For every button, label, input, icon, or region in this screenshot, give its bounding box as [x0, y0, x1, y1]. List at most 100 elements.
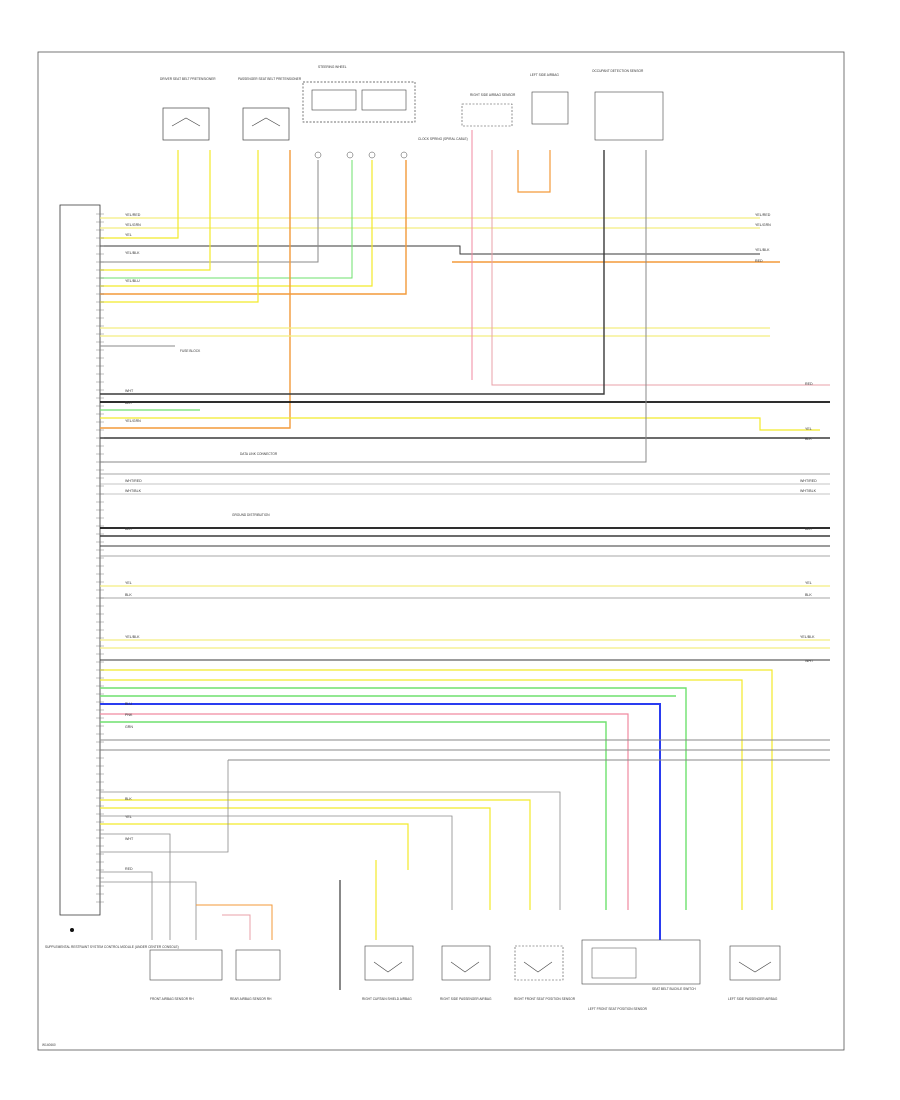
- wire: [100, 150, 605, 395]
- wire-label: RED: [805, 382, 813, 386]
- wire: [100, 823, 409, 870]
- svg-text:RIGHT SIDE AIRBAG SENSOR: RIGHT SIDE AIRBAG SENSOR: [470, 93, 516, 97]
- wire: [100, 150, 259, 303]
- wire: [100, 150, 211, 271]
- svg-text:LEFT FRONT SEAT POSITION SENSO: LEFT FRONT SEAT POSITION SENSOR: [588, 1007, 648, 1011]
- svg-text:STEERING WHEEL: STEERING WHEEL: [318, 65, 347, 69]
- wire-label: YEL/BLK: [800, 635, 815, 639]
- wire-label: YEL: [125, 233, 132, 237]
- module-ground-dot: [70, 928, 74, 932]
- wire-label: YEL: [125, 815, 132, 819]
- rh-rear-airbag-sensor: REAR AIRBAG SENSOR RH: [230, 949, 281, 1001]
- rh-side-airbag-sensor: RIGHT SIDE AIRBAG SENSOR: [461, 93, 516, 127]
- airbag-module-outline: [59, 204, 101, 916]
- wire: [100, 807, 491, 910]
- wire: [100, 687, 687, 910]
- wire-label: GRN: [125, 725, 133, 729]
- steering-wheel-group: STEERING WHEEL CLOCK SPRING (SPIRAL CABL…: [302, 65, 468, 159]
- wire: [196, 904, 273, 940]
- wire: [517, 150, 551, 193]
- wire-label: WHT/BLK: [125, 489, 142, 493]
- wire: [100, 160, 319, 263]
- wire: [100, 150, 179, 239]
- svg-text:CLOCK SPRING (SPIRAL CABLE): CLOCK SPRING (SPIRAL CABLE): [418, 137, 468, 141]
- left-front-seat-sensor: LEFT FRONT SEAT POSITION SENSOR SEAT BEL…: [581, 939, 701, 1011]
- wire-label-group: YEL/RED YEL/GRN YEL YEL/BLK YEL/BLU YEL/…: [125, 213, 817, 871]
- ground-note: GROUND DISTRIBUTION: [232, 513, 270, 517]
- wire: [100, 791, 561, 910]
- svg-text:REAR AIRBAG SENSOR RH: REAR AIRBAG SENSOR RH: [230, 997, 272, 1001]
- wire: [100, 417, 820, 431]
- wire-label: PNK: [125, 713, 133, 717]
- wire-label: YEL/GRN: [125, 419, 141, 423]
- wire-group: [96, 130, 830, 990]
- wire: [100, 871, 153, 940]
- rh-front-seat-sensor: RIGHT FRONT SEAT POSITION SENSOR: [514, 945, 576, 1001]
- wire-label: YEL: [805, 427, 812, 431]
- wire: [100, 160, 353, 279]
- wire: [100, 713, 629, 910]
- svg-text:LEFT SIDE AIRBAG: LEFT SIDE AIRBAG: [530, 73, 559, 77]
- rh-side-occupant-airbag: RIGHT SIDE PASSENGER AIRBAG: [440, 945, 492, 1001]
- fuse-note: FUSE BLOCK: [180, 349, 201, 353]
- wire-label: WHT: [125, 837, 134, 841]
- svg-text:RIGHT FRONT SEAT POSITION SENS: RIGHT FRONT SEAT POSITION SENSOR: [514, 997, 576, 1001]
- wire: [100, 721, 607, 910]
- wire-label: BLK: [805, 437, 812, 441]
- wire: [100, 703, 661, 940]
- occupant-detection-sensor: OCCUPANT DETECTION SENSOR: [592, 69, 664, 141]
- wire: [100, 833, 171, 940]
- wire-label: YEL: [805, 581, 812, 585]
- wire-label: BLK: [805, 527, 812, 531]
- wire-label: WHT/BLK: [800, 489, 817, 493]
- wire: [100, 160, 407, 295]
- diagram-code: W140660: [42, 1043, 56, 1047]
- wire: [491, 150, 830, 386]
- wire: [100, 760, 229, 853]
- airbag-control-module-label: SUPPLEMENTAL RESTRAINT SYSTEM CONTROL MO…: [45, 945, 179, 949]
- data-link-note: DATA LINK CONNECTOR: [240, 452, 278, 456]
- wire: [100, 150, 291, 429]
- wire-label: WHT: [805, 659, 814, 663]
- wire-label: YEL/BLK: [755, 248, 770, 252]
- wire: [100, 160, 373, 287]
- wire-label: BLK: [125, 527, 132, 531]
- wire: [100, 669, 773, 910]
- wire: [100, 815, 453, 910]
- diagram-frame: [37, 51, 845, 1051]
- svg-text:PASSENGER SEAT BELT PRETENSION: PASSENGER SEAT BELT PRETENSIONER: [238, 77, 302, 81]
- wire-label: YEL/GRN: [755, 223, 771, 227]
- rh-front-airbag-sensor: FRONT AIRBAG SENSOR RH: [149, 949, 223, 1001]
- svg-text:DRIVER SEAT BELT PRETENSIONER: DRIVER SEAT BELT PRETENSIONER: [160, 77, 216, 81]
- rh-front-pretensioner: PASSENGER SEAT BELT PRETENSIONER: [238, 77, 302, 141]
- svg-text:SEAT BELT BUCKLE SWITCH: SEAT BELT BUCKLE SWITCH: [652, 987, 696, 991]
- wire-label: RED: [755, 259, 763, 263]
- lh-side-occupant-airbag: LEFT SIDE PASSENGER AIRBAG: [728, 945, 781, 1001]
- lh-side-airbag: LEFT SIDE AIRBAG: [530, 73, 569, 125]
- lh-front-pretensioner: DRIVER SEAT BELT PRETENSIONER: [160, 77, 216, 141]
- svg-text:LEFT SIDE PASSENGER AIRBAG: LEFT SIDE PASSENGER AIRBAG: [728, 997, 778, 1001]
- wire-label: BLK: [125, 797, 132, 801]
- wire: [100, 881, 197, 940]
- svg-text:RIGHT SIDE PASSENGER AIRBAG: RIGHT SIDE PASSENGER AIRBAG: [440, 997, 492, 1001]
- wire-label: RED: [125, 867, 133, 871]
- wire-label: WHT/RED: [125, 479, 142, 483]
- wire-label: WHT/RED: [800, 479, 817, 483]
- wire-label: YEL/BLU: [125, 279, 140, 283]
- wire-label: BLK: [125, 401, 132, 405]
- svg-text:OCCUPANT DETECTION SENSOR: OCCUPANT DETECTION SENSOR: [592, 69, 644, 73]
- wire-label: YEL/BLK: [125, 251, 140, 255]
- wire-label: YEL/GRN: [125, 223, 141, 227]
- wire-label: YEL/RED: [755, 213, 771, 217]
- wire-label: BLK: [805, 593, 812, 597]
- wire: [100, 150, 647, 463]
- svg-text:RIGHT CURTAIN SHIELD AIRBAG: RIGHT CURTAIN SHIELD AIRBAG: [362, 997, 412, 1001]
- wire-label: BLU: [125, 702, 132, 706]
- wire-label: WHT: [125, 389, 134, 393]
- wire: [100, 799, 531, 910]
- wire-label: BLK: [125, 593, 132, 597]
- wire-label: YEL/RED: [125, 213, 141, 217]
- wire-label: YEL/BLK: [125, 635, 140, 639]
- wire-label: YEL: [125, 581, 132, 585]
